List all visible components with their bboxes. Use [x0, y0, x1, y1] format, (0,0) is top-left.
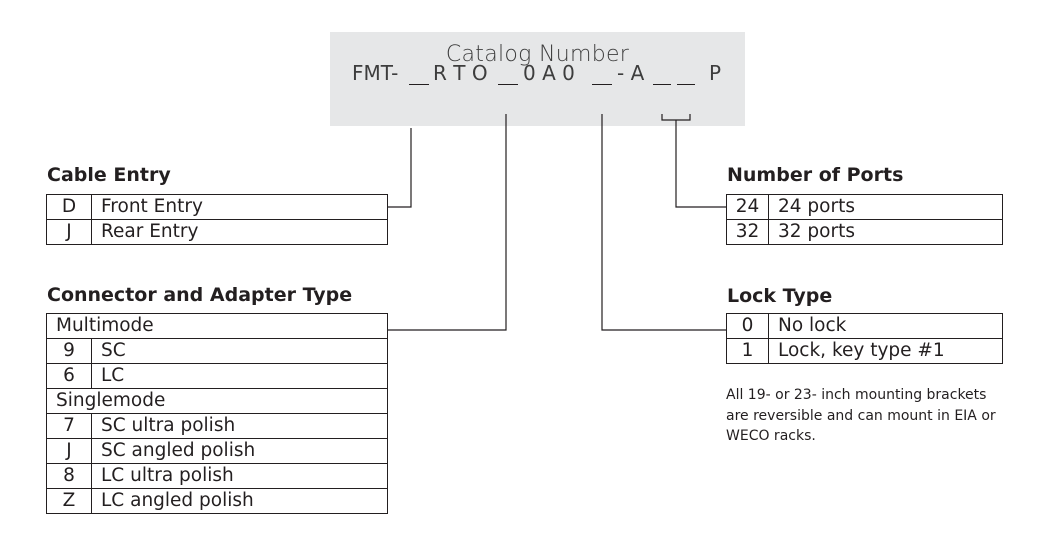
code-cell: 9	[46, 338, 92, 364]
line-cable-entry	[388, 128, 412, 208]
catalog-number-box: Catalog Number	[330, 32, 745, 126]
table-row: 9 SC	[46, 338, 388, 364]
table-row: 32 32 ports	[726, 219, 1003, 245]
label-cell: LC ultra polish	[91, 463, 388, 489]
code-cell: 6	[46, 363, 92, 389]
label-cell: 32 ports	[768, 219, 1003, 245]
blank-cable-entry	[409, 84, 429, 85]
cable-entry-heading: Cable Entry	[47, 164, 171, 186]
table-row: 1 Lock, key type #1	[726, 338, 1003, 364]
note-line: All 19- or 23- inch mounting brackets	[726, 387, 987, 403]
connector-table: Multimode 9 SC 6 LC Singlemode 7 SC ultr…	[46, 313, 388, 514]
line-lock	[601, 114, 726, 331]
blank-lock	[592, 84, 612, 85]
table-row: J SC angled polish	[46, 438, 388, 464]
label-cell: Front Entry	[91, 194, 388, 220]
catalog-segment-0a0: 0 A 0	[523, 61, 575, 85]
code-cell: J	[46, 438, 92, 464]
note-line: WECO racks.	[726, 428, 816, 444]
cable-entry-table: D Front Entry J Rear Entry	[46, 194, 388, 245]
note-line: are reversible and can mount in EIA or	[726, 407, 996, 424]
catalog-suffix: P	[709, 61, 722, 85]
table-row: Z LC angled polish	[46, 488, 388, 514]
catalog-number-title: Catalog Number	[445, 42, 630, 67]
lock-table: 0 No lock 1 Lock, key type #1	[726, 313, 1003, 364]
code-cell: J	[46, 219, 92, 245]
table-row: 6 LC	[46, 363, 388, 389]
group-row: Singlemode	[46, 388, 388, 414]
line-connector	[388, 114, 507, 331]
label-cell: LC angled polish	[91, 488, 388, 514]
code-cell: Z	[46, 488, 92, 514]
label-cell: No lock	[768, 313, 1003, 339]
label-cell: SC ultra polish	[91, 413, 388, 439]
label-cell: Rear Entry	[91, 219, 388, 245]
label-cell: SC angled polish	[91, 438, 388, 464]
table-row: 7 SC ultra polish	[46, 413, 388, 439]
table-row: 24 24 ports	[726, 194, 1003, 220]
label-cell: 24 ports	[768, 194, 1003, 220]
code-cell: 8	[46, 463, 92, 489]
label-cell: Lock, key type #1	[768, 338, 1003, 364]
label-cell: SC	[91, 338, 388, 364]
blank-connector	[498, 84, 518, 85]
label-cell: LC	[91, 363, 388, 389]
group-label-multimode: Multimode	[46, 313, 388, 339]
code-cell: D	[46, 194, 92, 220]
code-cell: 1	[726, 338, 769, 364]
table-row: 8 LC ultra polish	[46, 463, 388, 489]
ports-heading: Number of Ports	[727, 164, 904, 186]
code-cell: 24	[726, 194, 769, 220]
code-cell: 0	[726, 313, 769, 339]
table-row: D Front Entry	[46, 194, 388, 220]
connector-heading: Connector and Adapter Type	[47, 284, 353, 306]
ports-table: 24 24 ports 32 32 ports	[726, 194, 1003, 245]
blank-ports-2	[677, 84, 695, 85]
mounting-note: All 19- or 23- inch mounting brackets ar…	[726, 385, 1026, 447]
lock-heading: Lock Type	[727, 285, 833, 307]
blank-ports-1	[653, 84, 671, 85]
catalog-segment-a: - A	[617, 61, 645, 85]
line-ports	[675, 120, 726, 208]
catalog-segment-rto: R T O	[433, 61, 488, 85]
group-label-singlemode: Singlemode	[46, 388, 388, 414]
line-ports-bracket	[661, 114, 691, 121]
group-row: Multimode	[46, 313, 388, 339]
code-cell: 7	[46, 413, 92, 439]
catalog-prefix: FMT-	[352, 61, 399, 85]
table-row: 0 No lock	[726, 313, 1003, 339]
code-cell: 32	[726, 219, 769, 245]
table-row: J Rear Entry	[46, 219, 388, 245]
